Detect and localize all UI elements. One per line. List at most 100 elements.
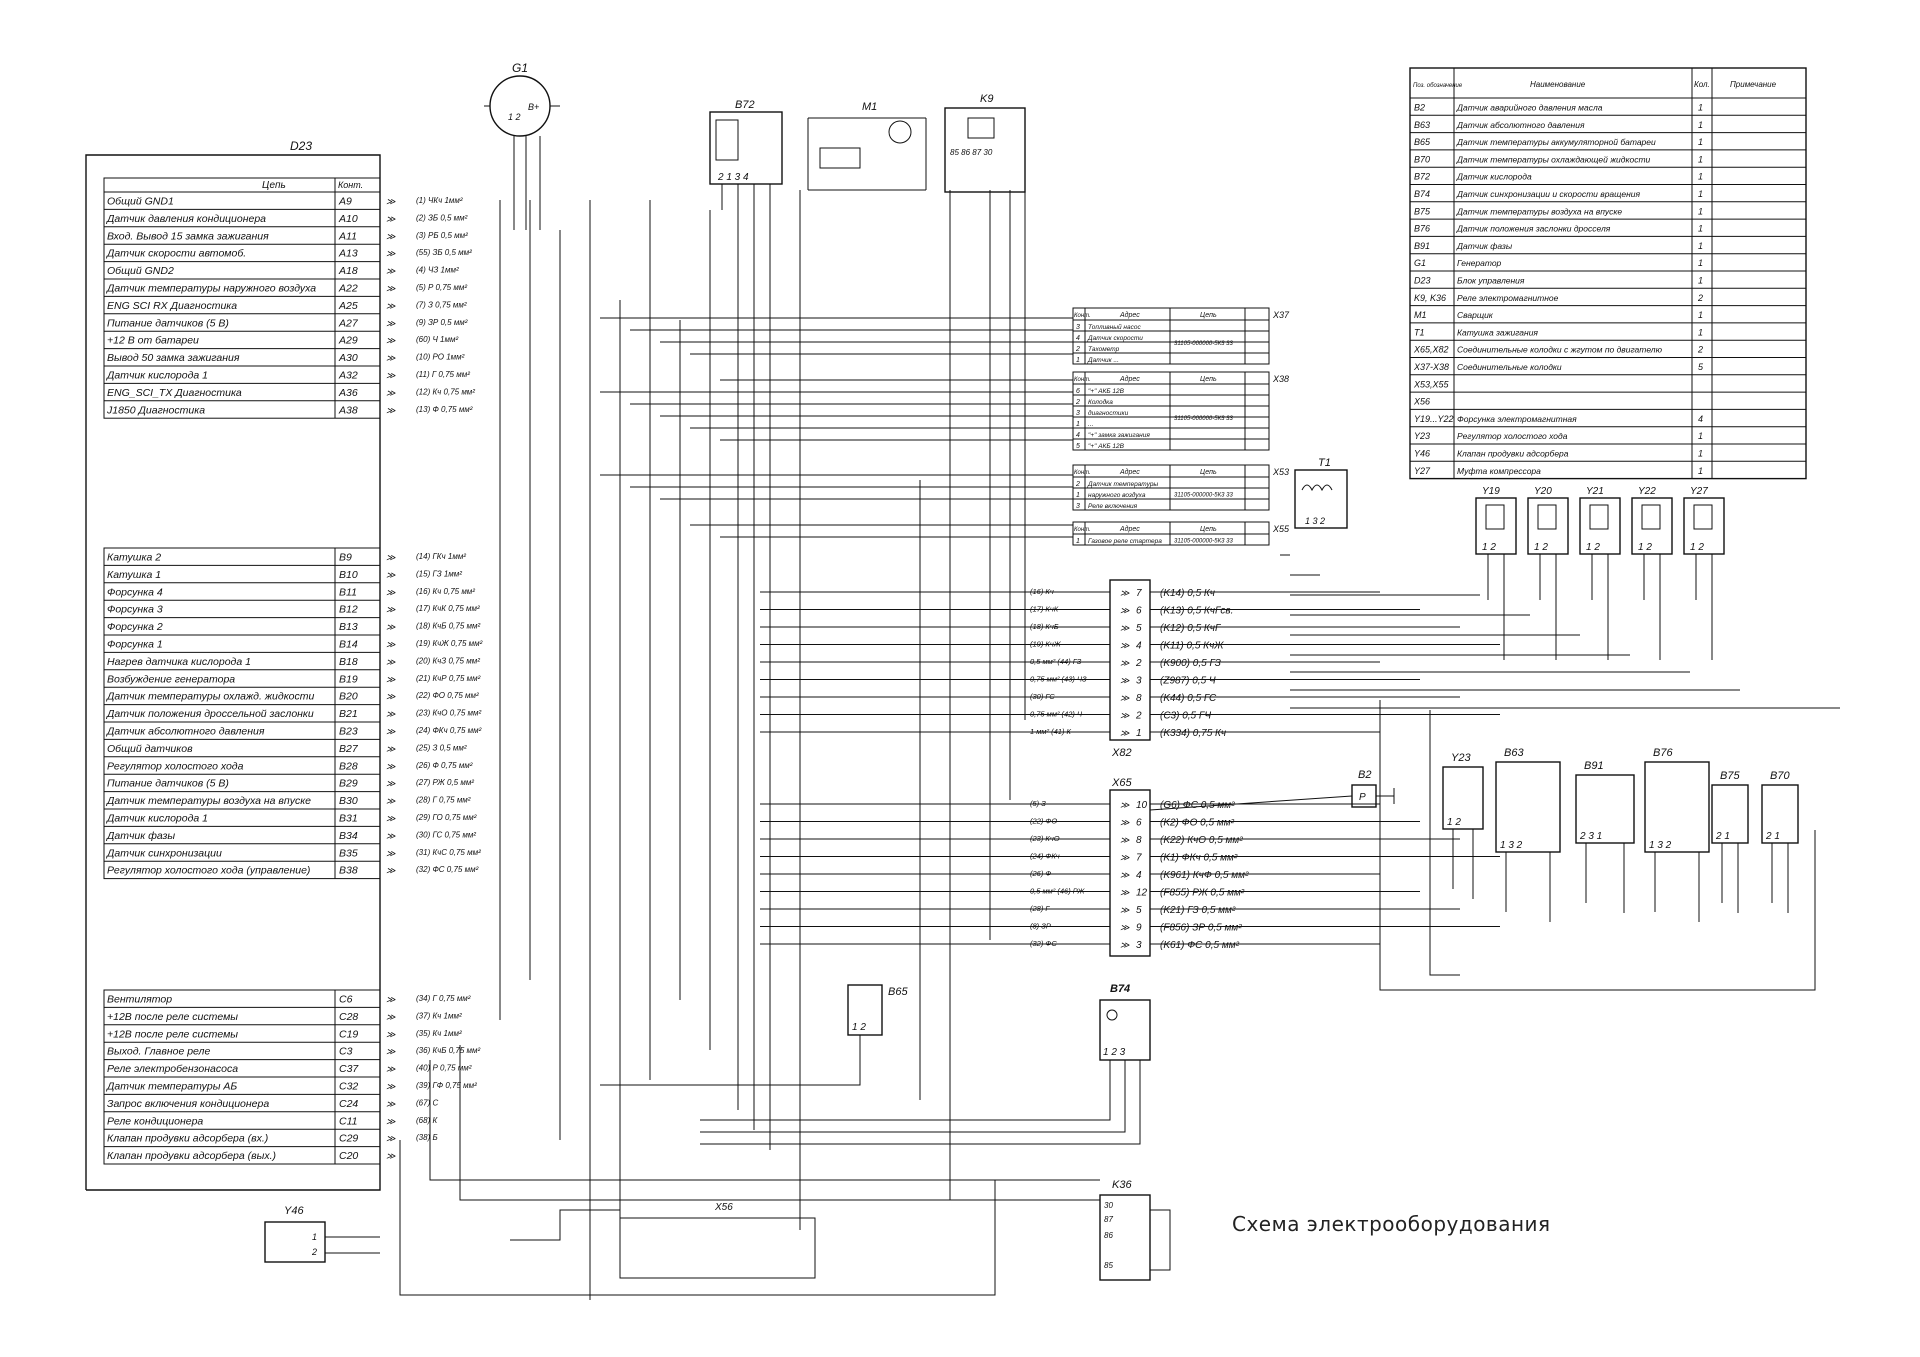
connector-label: X37 xyxy=(1272,310,1290,320)
svg-text:Реле включения: Реле включения xyxy=(1088,503,1138,510)
b65-sensor: 1 2 B65 xyxy=(847,984,908,1036)
d23-circuit-name: Питание датчиков (5 В) xyxy=(107,778,229,790)
d23-circuit-name: +12В после реле системы xyxy=(107,1028,238,1040)
svg-text:1 3 2: 1 3 2 xyxy=(1649,840,1672,851)
g1-label: G1 xyxy=(512,61,528,75)
svg-text:1: 1 xyxy=(1076,357,1080,364)
connector-pin-arrow: ≫ xyxy=(1120,658,1130,668)
svg-text:4: 4 xyxy=(1076,335,1080,342)
legend-qty: 1 xyxy=(1698,431,1703,441)
d23-pin: C20 xyxy=(339,1150,358,1162)
legend-qty: 2 xyxy=(1697,345,1703,355)
d23-pin: B9 xyxy=(339,552,352,564)
d23-circuit-name: J1850 Диагностика xyxy=(106,404,205,416)
d23-circuit-name: Датчик положения дроссельной заслонки xyxy=(106,708,314,720)
svg-text:4: 4 xyxy=(1076,432,1080,439)
d23-pin: B21 xyxy=(339,708,358,720)
svg-text:85: 85 xyxy=(1104,1261,1113,1270)
legend-qty: 1 xyxy=(1698,327,1703,337)
d23-circuit-name: Катушка 2 xyxy=(107,552,161,564)
connector-label: X55 xyxy=(1272,524,1290,534)
d23-wire-label: (22) ФО 0,75 мм² xyxy=(416,691,479,700)
x82-label: X82 xyxy=(1111,747,1132,759)
d23-pin-arrow: ≫ xyxy=(386,622,396,632)
legend-name: Датчик синхронизации и скорости вращения xyxy=(1456,189,1641,199)
svg-text:3: 3 xyxy=(1076,324,1080,331)
legend-designation: Y46 xyxy=(1414,449,1430,459)
d23-wire-label: (23) КчО 0,75 мм² xyxy=(416,709,482,718)
connector-pin-arrow: ≫ xyxy=(1120,588,1130,598)
d23-pin: B35 xyxy=(339,847,358,859)
legend-qty: 4 xyxy=(1698,414,1703,424)
d23-wire-label: (26) Ф 0,75 мм² xyxy=(416,761,473,770)
connector-pin: 6 xyxy=(1136,606,1142,617)
d23-pin-arrow: ≫ xyxy=(386,1116,396,1126)
connector-wire-label: (K44) 0,5 ГС xyxy=(1160,693,1217,704)
d23-pin: B38 xyxy=(339,865,358,877)
svg-text:1 2: 1 2 xyxy=(508,112,521,122)
connector-pin-arrow: ≫ xyxy=(1120,728,1130,738)
svg-text:85 86 87 30: 85 86 87 30 xyxy=(950,148,993,157)
connector-wire-label: (Z987) 0,5 Ч xyxy=(1160,676,1216,687)
d23-wire-label: (25) З 0,5 мм² xyxy=(416,743,467,752)
svg-text:1: 1 xyxy=(1076,492,1080,499)
d23-pin: B27 xyxy=(339,743,359,755)
legend-name: Блок управления xyxy=(1457,276,1525,286)
d23-wire-label: (28) Г 0,75 мм² xyxy=(416,796,471,805)
legend-name: Датчик фазы xyxy=(1456,241,1513,251)
svg-text:1 2 3: 1 2 3 xyxy=(1103,1047,1126,1058)
injector-label: Y19 xyxy=(1482,486,1500,497)
svg-text:1 2: 1 2 xyxy=(1447,817,1461,828)
d23-label: D23 xyxy=(290,139,312,153)
legend-name: Соединительные колодки xyxy=(1457,362,1562,372)
d23-pin: B13 xyxy=(339,621,358,633)
d23-circuit-name: Запрос включения кондиционера xyxy=(107,1098,269,1110)
legend-qty: 1 xyxy=(1698,206,1703,216)
d23-circuit-name: +12 В от батареи xyxy=(107,335,199,347)
legend-header: Наименование xyxy=(1530,80,1586,89)
legend-qty: 1 xyxy=(1698,258,1703,268)
t1-coil: T1 1 3 2 xyxy=(1294,457,1348,529)
legend-name: Генератор xyxy=(1457,258,1502,268)
connector-pin-arrow: ≫ xyxy=(1120,641,1130,651)
svg-text:3: 3 xyxy=(1076,410,1080,417)
d23-pin-arrow: ≫ xyxy=(386,727,396,737)
connector-wire-label: (K22) КчО 0,5 мм² xyxy=(1160,835,1243,846)
d23-pin-arrow: ≫ xyxy=(386,1029,396,1039)
d23-circuit-name: Регулятор холостого хода (управление) xyxy=(107,865,310,877)
d23-wire-label: (19) КчЖ 0,75 мм² xyxy=(416,639,483,648)
svg-text:"+" АКБ 12В: "+" АКБ 12В xyxy=(1088,443,1125,450)
svg-text:1: 1 xyxy=(1076,538,1080,545)
d23-circuit-name: Реле электробензонасоса xyxy=(107,1063,238,1075)
d23-pin-arrow: ≫ xyxy=(386,779,396,789)
d23-pin: A9 xyxy=(338,196,352,208)
svg-text:Тахометр: Тахометр xyxy=(1088,346,1120,353)
d23-circuit-name: Общий GND1 xyxy=(107,196,174,208)
injector-label: Y22 xyxy=(1638,486,1656,497)
legend-designation: B75 xyxy=(1414,206,1431,216)
d23-circuit-name: Датчик абсолютного давления xyxy=(106,726,265,738)
d23-circuit-name: Датчик давления кондиционера xyxy=(106,213,266,225)
b74-label: B74 xyxy=(1110,983,1130,995)
d23-circuit-name: Датчик температуры АБ xyxy=(106,1081,237,1093)
d23-pin: B11 xyxy=(339,586,357,598)
d23-pin-arrow: ≫ xyxy=(386,1064,396,1074)
d23-wire-label: (12) Кч 0,75 мм² xyxy=(416,387,475,396)
connector-pin: 7 xyxy=(1136,588,1142,599)
d23-pin: B19 xyxy=(339,673,358,685)
legend-name: Катушка зажигания xyxy=(1457,327,1538,337)
svg-text:"+" АКБ 12В: "+" АКБ 12В xyxy=(1088,388,1125,395)
d23-pin-arrow: ≫ xyxy=(386,570,396,580)
d23-circuit-name: Питание датчиков (5 В) xyxy=(107,317,229,329)
b72-sensor: B72 2 1 3 4 xyxy=(709,99,783,210)
legend-designation: K9, K36 xyxy=(1414,293,1446,303)
d23-pin: A38 xyxy=(338,404,358,416)
d23-wire-label: (68) К xyxy=(416,1116,438,1125)
legend-designation: Y19...Y22 xyxy=(1414,414,1454,424)
d23-pin: A18 xyxy=(338,265,358,277)
connector-wire-label: (K11) 0,5 КчЖ xyxy=(1160,641,1224,652)
legend-qty: 1 xyxy=(1698,189,1703,199)
svg-text:6: 6 xyxy=(1076,388,1080,395)
connector-wire-label: (G6) ФС 0,5 мм² xyxy=(1160,800,1235,811)
